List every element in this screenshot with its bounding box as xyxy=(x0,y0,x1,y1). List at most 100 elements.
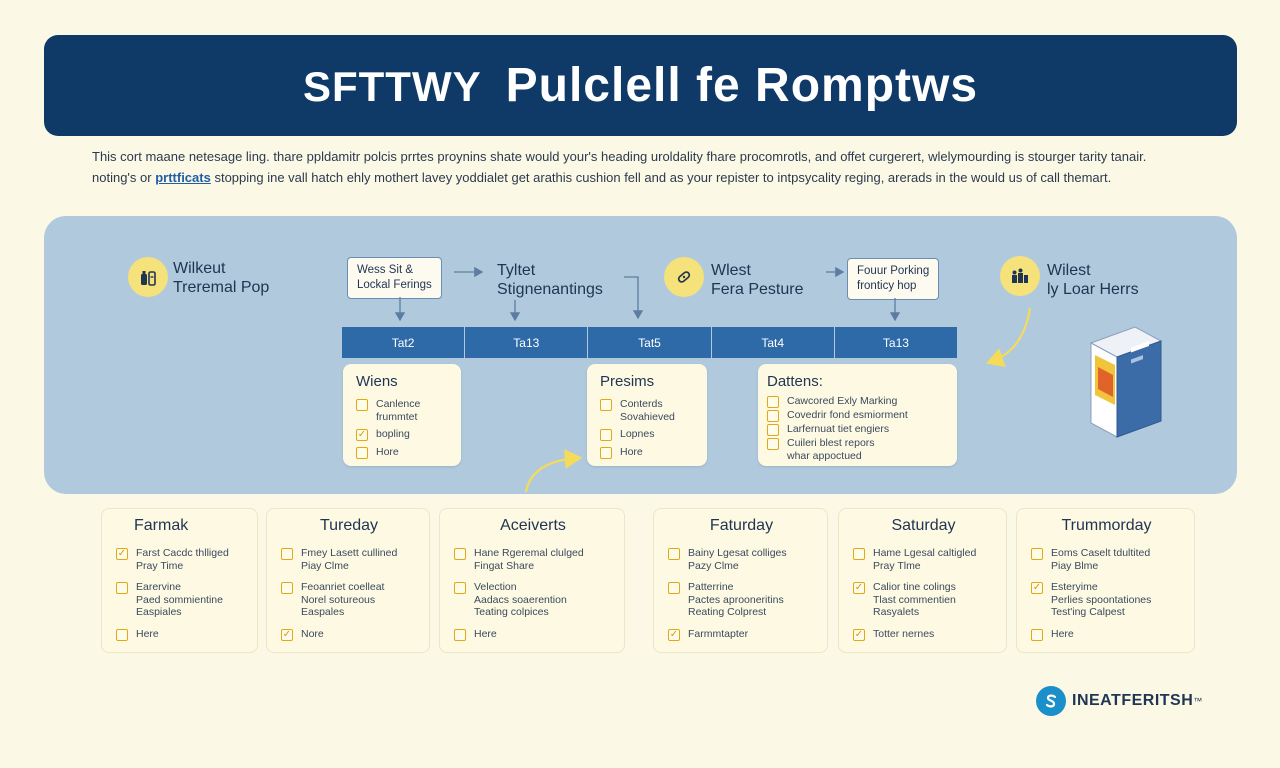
item-text: Farmmtapter xyxy=(688,627,749,640)
checkbox[interactable] xyxy=(356,447,368,459)
item-text: Rasyalets xyxy=(873,606,920,618)
bottle-icon xyxy=(128,257,168,297)
checkbox[interactable] xyxy=(454,582,466,594)
checkbox[interactable] xyxy=(281,548,293,560)
checklist-item[interactable]: Covedrir fond esmiorment xyxy=(767,409,957,422)
callout-1-line2: Lockal Ferings xyxy=(357,279,432,291)
day-cell-4[interactable]: Tat4 xyxy=(712,327,835,358)
checklist-item[interactable]: ✓ Nore xyxy=(281,628,417,641)
checkbox[interactable]: ✓ xyxy=(281,628,293,641)
item-text: Hore xyxy=(376,446,399,458)
item-text: Conterds xyxy=(620,398,663,410)
schedule-card-2-title: Tureday xyxy=(319,517,379,534)
lane-label-2-line1: Tyltet xyxy=(497,262,536,279)
checkbox[interactable]: ✓ xyxy=(853,582,865,594)
checkbox[interactable] xyxy=(767,424,779,436)
intro-link[interactable]: prttficats xyxy=(155,170,211,185)
item-text: Velection xyxy=(474,581,517,593)
day-cell-3[interactable]: Tat5 xyxy=(588,327,712,358)
item-text: Here xyxy=(136,627,159,640)
checkbox[interactable] xyxy=(767,410,779,422)
item-text: Easpales xyxy=(301,606,345,618)
checkbox[interactable] xyxy=(600,399,612,411)
checkbox[interactable] xyxy=(116,628,128,641)
item-text: Pray Time xyxy=(136,559,184,572)
checkbox[interactable] xyxy=(853,548,865,560)
item-text: Covedrir fond esmiorment xyxy=(787,409,908,421)
checkbox[interactable] xyxy=(767,438,779,450)
item-text: Farst Cacdc thlliged xyxy=(136,547,229,559)
day-cell-5[interactable]: Ta13 xyxy=(882,335,909,350)
checkbox[interactable]: ✓ xyxy=(1031,582,1043,594)
checklist-item[interactable]: ✓ Totter nernes xyxy=(853,628,994,641)
checkbox[interactable] xyxy=(668,582,680,594)
checkbox[interactable] xyxy=(281,582,293,594)
item-text: Larfernuat tiet engiers xyxy=(787,423,890,435)
title-part-2: Pulclell fe Romptws xyxy=(505,59,979,112)
item-text: Reating Colprest xyxy=(688,606,767,618)
item-text: Totter nernes xyxy=(873,627,935,640)
checklist-item[interactable]: Cawcored Exly Marking xyxy=(767,395,957,408)
checklist-item[interactable]: Hore xyxy=(356,446,461,459)
callout-1-line1: Wess Sit & xyxy=(357,264,414,276)
day-cell-2[interactable]: Ta13 xyxy=(465,327,589,358)
checkbox[interactable] xyxy=(600,429,612,441)
schedule-card-3-title: Aceiverts xyxy=(500,517,566,534)
checkbox[interactable] xyxy=(1031,628,1043,641)
item-text: Here xyxy=(1051,627,1074,640)
checkbox[interactable]: ✓ xyxy=(356,429,368,441)
checklist-item[interactable]: Larfernuat tiet engiers xyxy=(767,423,957,436)
checklist-item[interactable]: Here xyxy=(454,628,612,641)
lane-label-2: Tyltet Stignenantings xyxy=(497,261,603,299)
checkbox[interactable] xyxy=(668,548,680,560)
lane-label-1-line2: Treremal Pop xyxy=(173,279,270,296)
checkbox[interactable] xyxy=(454,548,466,560)
checkbox[interactable] xyxy=(356,399,368,411)
item-text: Hore xyxy=(620,446,643,458)
item-text: Piay Clme xyxy=(301,559,349,572)
intro-line-2: noting's or prttficats stopping ine vall… xyxy=(92,167,1192,188)
intro-text: This cort maane netesage ling. thare ppl… xyxy=(92,146,1192,188)
checklist-item[interactable]: Hore xyxy=(600,446,707,459)
checkbox[interactable]: ✓ xyxy=(668,628,680,641)
intro-line-1: This cort maane netesage ling. thare ppl… xyxy=(92,149,1147,164)
checkbox[interactable] xyxy=(454,628,466,641)
checklist-item[interactable]: Here xyxy=(1031,628,1182,641)
checklist-item[interactable]: ✓ Farmmtapter xyxy=(668,628,815,641)
item-text: Patterrine xyxy=(688,581,734,593)
lane-label-4: Wilest ly Loar Herrs xyxy=(1047,261,1139,299)
checklist-item[interactable]: Lopnes xyxy=(600,428,707,441)
checklist-item[interactable]: Here xyxy=(116,628,245,641)
checkbox[interactable]: ✓ xyxy=(116,548,128,560)
checkbox[interactable] xyxy=(767,396,779,408)
day-cell-1[interactable]: Tat2 xyxy=(342,327,466,358)
checkbox[interactable] xyxy=(1031,548,1043,560)
checkbox[interactable] xyxy=(116,582,128,594)
checkbox[interactable] xyxy=(600,447,612,459)
callout-2-line1: Fouur Porking xyxy=(857,265,930,277)
checkbox[interactable]: ✓ xyxy=(853,628,865,641)
checklist-item[interactable]: ✓bopling xyxy=(356,428,461,441)
item-text: Nore xyxy=(301,627,324,640)
lane-label-3-line1: Wlest xyxy=(711,262,751,279)
